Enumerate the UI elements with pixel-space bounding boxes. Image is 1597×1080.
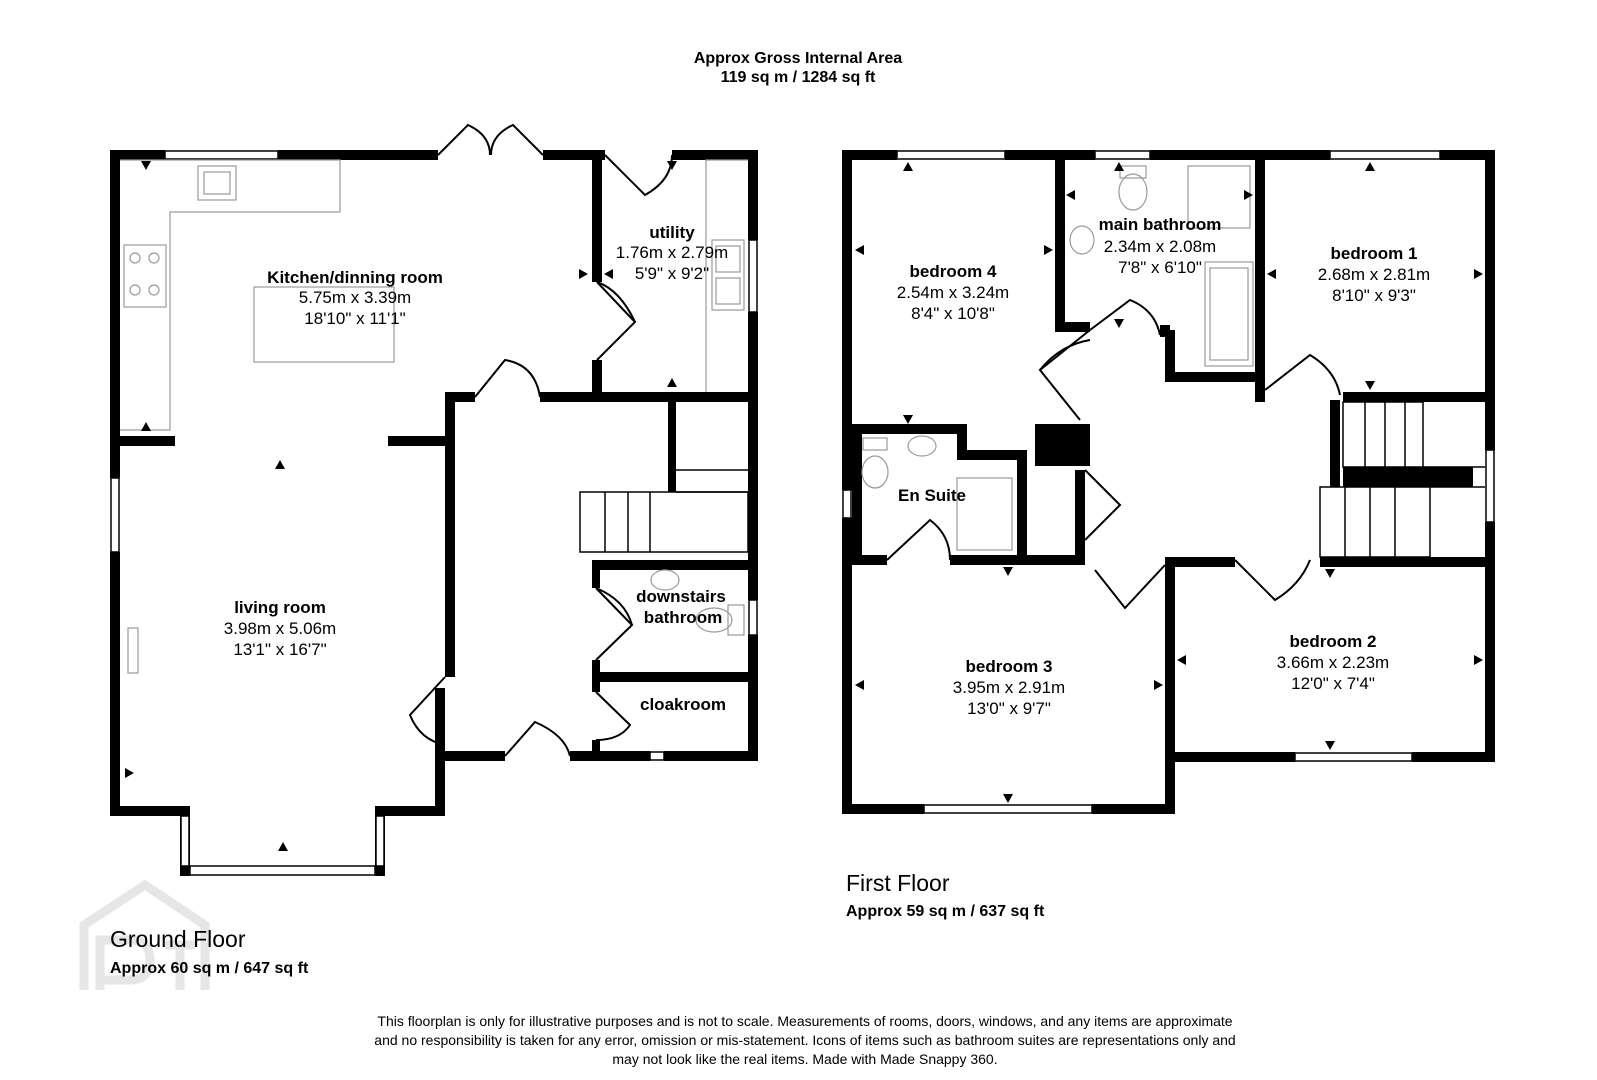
room-name-bedroom2: bedroom 2 [1289,632,1377,651]
disclaimer-line-3: may not look like the real items. Made w… [612,1051,998,1067]
room-imperial-bedroom3: 13'0" x 9'7" [967,699,1051,718]
room-imperial-utility: 5'9" x 9'2" [634,264,710,283]
first-floor-windows [842,150,1495,814]
room-metric-bedroom2: 3.66m x 2.23m [1276,653,1390,672]
ground-floor-fixtures [120,159,748,674]
room-metric-main-bathroom: 2.34m x 2.08m [1103,237,1217,256]
room-imperial-bedroom1: 8'10" x 9'3" [1332,286,1416,305]
ground-floor-title: Ground Floor [110,926,246,952]
first-floor-doors [886,298,1341,610]
room-metric-bedroom1: 2.68m x 2.81m [1317,265,1431,284]
room-name-bedroom1: bedroom 1 [1330,244,1418,263]
room-imperial-bedroom2: 12'0" x 7'4" [1291,674,1375,693]
ground-floor-area: Approx 60 sq m / 647 sq ft [110,960,309,977]
ground-floor-windows [110,150,758,876]
room-name-kitchen: Kitchen/dinning room [267,268,443,287]
room-name-en-suite: En Suite [897,486,967,505]
first-floor-title: First Floor [846,870,950,896]
room-metric-bedroom4: 2.54m x 3.24m [896,283,1010,302]
room-metric-bedroom3: 3.95m x 2.91m [952,678,1066,697]
gross-area-title: Approx Gross Internal Area [693,50,903,67]
room-name-cloakroom: cloakroom [640,695,726,714]
room-name-living: living room [234,598,326,617]
first-floor-arrows [855,162,1483,803]
ground-floor-arrows [125,161,677,851]
first-floor-fixtures [861,165,1254,551]
gross-area-value: 119 sq m / 1284 sq ft [720,69,876,86]
watermark-logo [79,879,210,990]
first-floor-stairs [1319,401,1485,558]
room-metric-utility: 1.76m x 2.79m [615,243,729,262]
room-metric-kitchen: 5.75m x 3.39m [298,288,412,307]
room-imperial-bedroom4: 8'4" x 10'8" [911,304,995,323]
room-name-bedroom3: bedroom 3 [965,657,1053,676]
ground-floor-doors [408,123,673,757]
room-name-utility: utility [649,223,695,242]
ground-floor-stairs [579,469,749,553]
room-imperial-main-bathroom: 7'8" x 6'10" [1118,258,1202,277]
room-name-main-bathroom: main bathroom [1098,215,1222,234]
disclaimer-line-2: and no responsibility is taken for any e… [374,1032,1236,1048]
room-name-downstairs-bathroom-2: bathroom [643,608,723,627]
room-name-downstairs-bathroom-1: downstairs [636,587,726,606]
first-floor-area: Approx 59 sq m / 637 sq ft [846,903,1045,920]
disclaimer-line-1: This floorplan is only for illustrative … [377,1013,1233,1029]
room-imperial-kitchen: 18'10" x 11'1" [304,309,406,328]
room-metric-living: 3.98m x 5.06m [223,619,337,638]
room-imperial-living: 13'1" x 16'7" [233,640,327,659]
ground-floor-walls [110,150,758,876]
room-name-bedroom4: bedroom 4 [909,262,997,281]
first-floor-walls [842,150,1495,814]
